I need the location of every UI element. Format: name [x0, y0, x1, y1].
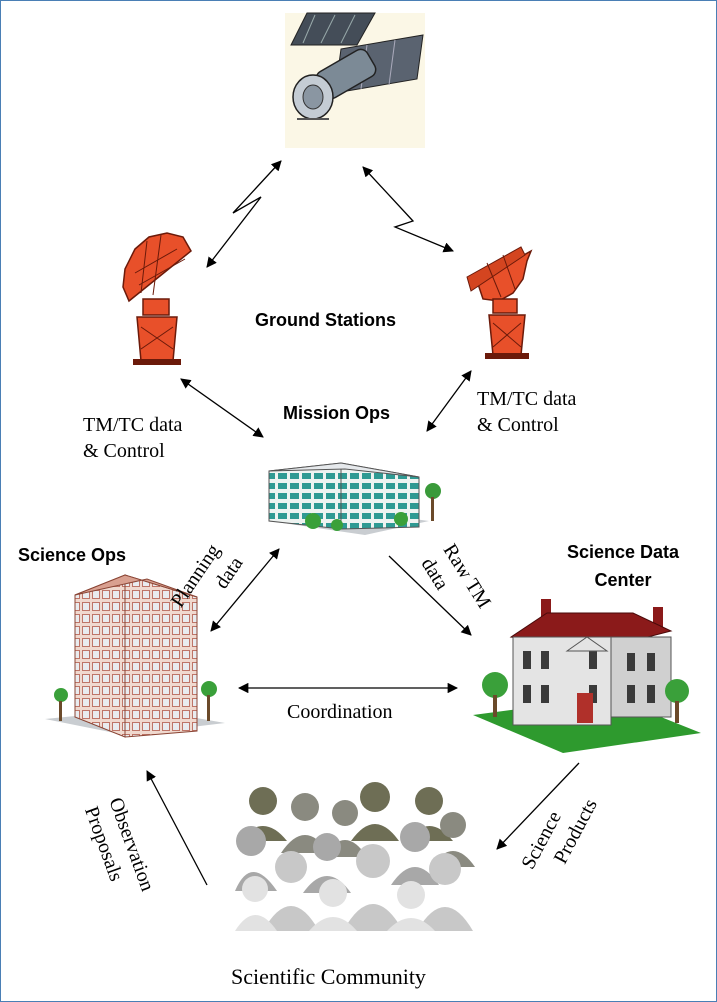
science-ops-building-icon: [45, 574, 225, 738]
arrow-right-station-mission-ops: [426, 370, 472, 432]
mission-ops-building-icon: [268, 462, 441, 535]
tmtc-left-label: TM/TC data & Control: [83, 412, 182, 464]
tmtc-left-label-line1: TM/TC data: [83, 414, 183, 436]
ground-station-right-icon: [466, 246, 533, 359]
science-data-center-label: Science Data Center: [567, 538, 679, 594]
tmtc-right-label: TM/TC data & Control: [477, 386, 576, 438]
satellite-icon: [285, 12, 425, 148]
arrow-observation-proposals: [146, 770, 208, 886]
link-satellite-right-station: [362, 166, 454, 253]
science-data-center-label-line1: Science Data: [567, 542, 680, 562]
science-ops-label: Science Ops: [18, 545, 127, 565]
tmtc-right-label-line1: TM/TC data: [477, 388, 577, 410]
ground-stations-label: Ground Stations: [255, 310, 396, 330]
tmtc-left-label-line2: & Control: [83, 440, 165, 462]
scientific-community-crowd-icon: [235, 781, 475, 931]
arrow-science-products: [496, 762, 580, 850]
arrow-left-station-mission-ops: [180, 378, 264, 438]
link-satellite-left-station: [206, 160, 282, 268]
ground-station-left-icon: [122, 232, 192, 365]
tmtc-right-label-line2: & Control: [477, 414, 559, 436]
arrow-raw-tm-data: [388, 555, 472, 636]
mission-ops-label: Mission Ops: [283, 403, 391, 423]
scientific-community-label: Scientific Community: [231, 964, 426, 989]
arrow-planning-data: [210, 548, 280, 632]
science-data-center-building-icon: [473, 599, 701, 753]
science-data-center-label-line2: Center: [594, 570, 652, 590]
coordination-label: Coordination: [287, 701, 393, 723]
